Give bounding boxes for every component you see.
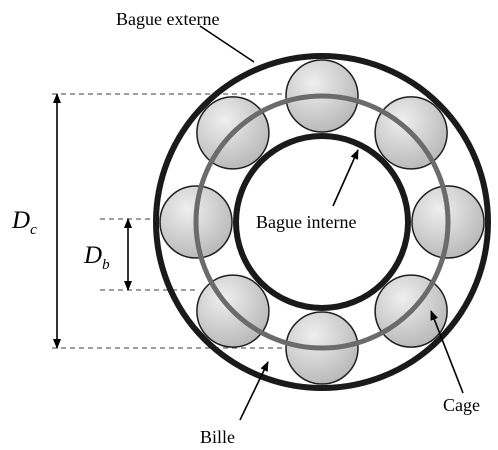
outer-ring-label: Bague externe [116,9,219,29]
cage-ring [193,93,451,351]
outer-ring-leader-line [199,25,255,63]
cage-leader-arrow [430,310,464,394]
inner-ring-label: Bague interne [256,212,356,232]
ball-diameter-label: Db [83,242,110,273]
inner-ring [233,133,411,311]
ball-label: Bille [200,427,235,447]
ball-leader-arrow [239,361,269,421]
outer-ring [153,53,491,391]
inner-ring-leader-arrow [332,149,359,207]
cage-label: Cage [443,395,480,415]
pitch-diameter-label: Dc [11,207,37,238]
